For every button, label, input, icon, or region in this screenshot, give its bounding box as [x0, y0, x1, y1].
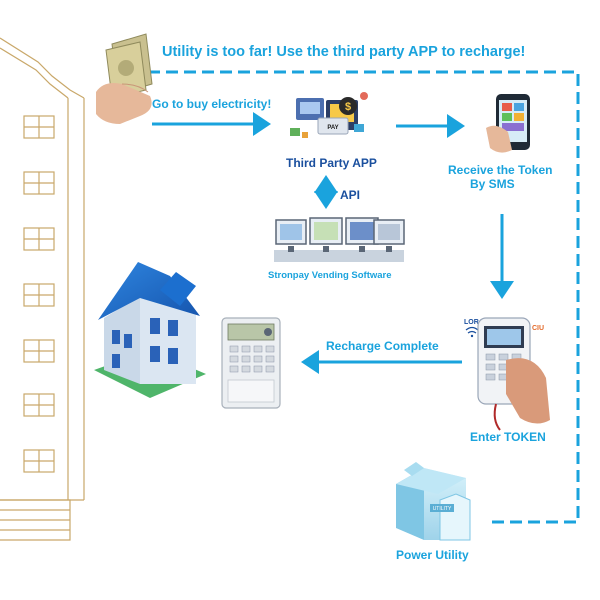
- label-api: API: [340, 188, 361, 202]
- electric-meter-icon: [221, 317, 281, 409]
- building-windows: [23, 115, 55, 473]
- label-recharge-complete: Recharge Complete: [326, 339, 439, 353]
- label-vending-software: Stronpay Vending Software: [268, 270, 392, 281]
- svg-text:$: $: [345, 101, 351, 113]
- label-enter-token: Enter TOKEN: [470, 430, 546, 444]
- ciu-device-icon: LORA CIU: [464, 317, 550, 431]
- label-receive-token: Receive the Token: [448, 163, 553, 177]
- smartphone-icon: [486, 94, 530, 153]
- app-pay-label: PAY: [327, 125, 338, 131]
- label-third-party-app: Third Party APP: [286, 156, 377, 170]
- svg-text:UTILITY: UTILITY: [433, 506, 452, 512]
- dashed-return-path: [148, 70, 580, 524]
- lora-label: LORA: [464, 319, 484, 326]
- label-go-buy: Go to buy electricity!: [152, 97, 272, 111]
- third-party-app-icon: PAY $: [290, 92, 368, 138]
- vending-software-icon: [274, 217, 405, 262]
- label-by-sms: By SMS: [470, 177, 515, 191]
- headline: Utility is too far! Use the third party …: [162, 44, 526, 60]
- ciu-label: CIU: [532, 325, 544, 332]
- label-power-utility: Power Utility: [396, 548, 469, 562]
- hand-money-icon: [96, 33, 153, 124]
- house-icon: [94, 262, 206, 398]
- apartment-building: [0, 37, 85, 541]
- power-utility-icon: UTILITY: [396, 462, 471, 541]
